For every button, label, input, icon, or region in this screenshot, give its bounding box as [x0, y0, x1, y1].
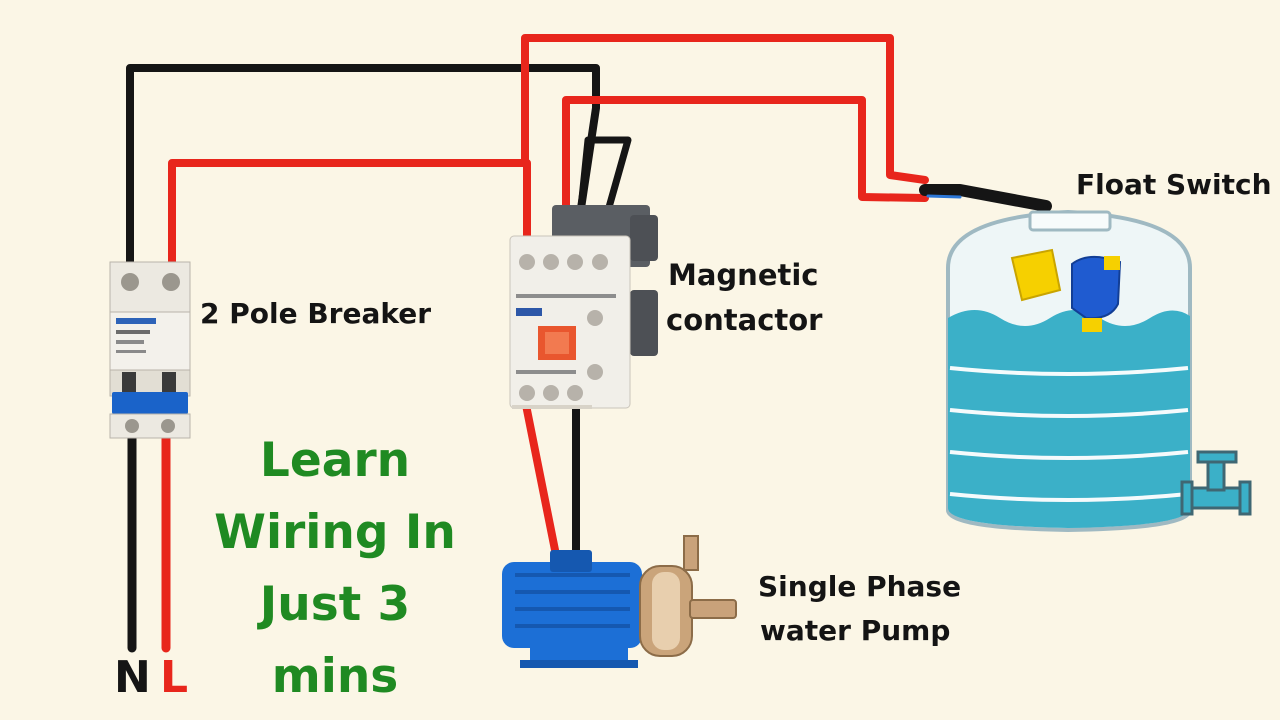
float-switch — [1010, 248, 1122, 332]
tank-lid — [1028, 210, 1112, 232]
headline: Learn Wiring In Just 3 mins — [200, 425, 470, 713]
float-switch-cable — [919, 184, 1052, 212]
live-wire-contactor-to-pump — [522, 401, 560, 559]
pump-terminal-box — [550, 550, 592, 572]
pump-label-line2: water Pump — [760, 614, 951, 647]
contactor-label-line1: Magnetic — [668, 258, 819, 292]
neutral-terminal-label: N — [114, 652, 151, 703]
contactor-bridge-wire — [576, 136, 632, 229]
wires — [126, 34, 1095, 653]
live-wire-contactor-to-float-switch — [521, 34, 929, 184]
pump-outlet-pipe — [683, 535, 699, 571]
two-pole-breaker — [109, 261, 191, 439]
live-terminal-label: L — [160, 652, 189, 703]
coil-wire-contactor-to-float-switch — [562, 96, 929, 224]
float-switch-label: Float Switch — [1076, 168, 1272, 201]
breaker-label: 2 Pole Breaker — [200, 297, 432, 330]
float-switch-cable-tip-blue — [926, 194, 962, 199]
headline-line2: Wiring In — [214, 505, 456, 560]
live-wire-breaker-to-contactor — [168, 159, 531, 274]
magnetic-contactor — [509, 205, 658, 409]
contactor-label-line2: contactor — [666, 303, 823, 337]
tank-water — [948, 310, 1190, 528]
headline-line4: mins — [271, 649, 399, 704]
headline-line1: Learn — [259, 433, 411, 488]
water-pump — [502, 535, 737, 668]
pump-inlet-pipe — [689, 599, 737, 619]
pump-label-line1: Single Phase — [758, 570, 962, 603]
float-switch-yellow — [1010, 248, 1062, 302]
breaker-toggle-handle — [112, 392, 188, 414]
tank-outlet-valve — [1180, 450, 1252, 516]
water-tank — [946, 209, 1252, 533]
headline-line3: Just 3 — [259, 577, 411, 632]
